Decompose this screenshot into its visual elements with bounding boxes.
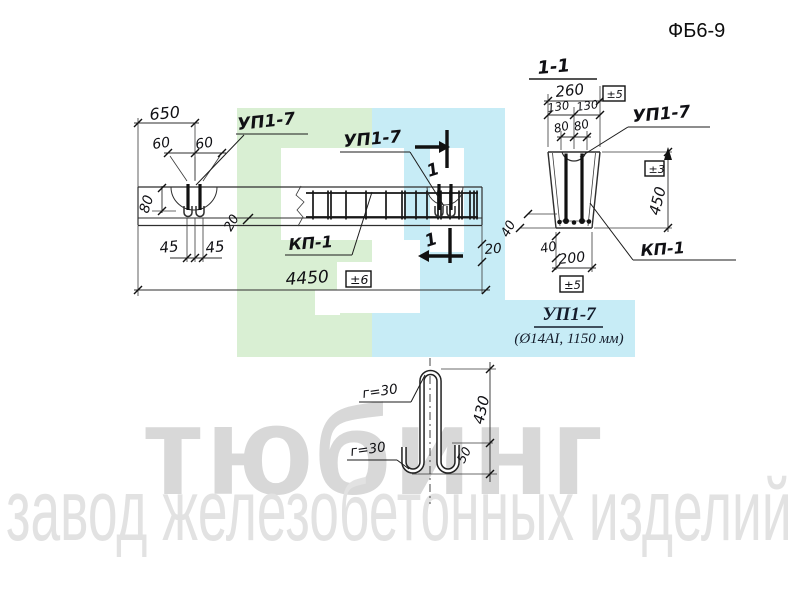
section-header: 1-1 [537,55,571,79]
watermark-subtitle: завод железобетонных изделий [6,463,790,559]
label-up1-section: УП1-7 [632,102,692,127]
tolerance-4450: ±6 [350,272,368,287]
tolerance-260: ±5 [607,88,623,101]
dim-20-right: 20 [484,241,503,258]
tolerance-450: ±3 [649,163,665,176]
dim-650: 650 [149,102,181,124]
logo-blue-block-lower [505,300,635,357]
tolerance-box [644,160,665,177]
dim-45-right: 45 [205,237,226,257]
dim-40-bottom: 40 [539,239,558,257]
cut-label-bottom: 1 [422,229,439,252]
dim-45-left: 45 [159,237,180,257]
dim-450: 450 [645,185,669,217]
lifting-loop-left [170,184,218,218]
section-cut-mark-top: 1 [415,130,450,182]
logo-white-cutout [315,290,340,315]
bent-bar-outline [401,369,460,474]
logo-white-cutout [281,148,404,240]
section-view: 1-1 260 ±5 130 130 [498,55,736,293]
dim-130-left: 130 [546,98,570,115]
dim-20-cover: 20 [221,212,242,234]
dim-200: 200 [558,249,586,268]
radius-label-top: г=30 [361,381,398,402]
sheet-title: ФБ6-9 [668,20,726,42]
logo-white-cutout [372,240,420,262]
tolerance-200: ±5 [564,278,581,292]
dim-260: 260 [555,80,585,101]
break-line [295,185,305,227]
dim-4450: 4450 [285,267,330,290]
label-kp1-elevation: КП-1 [288,232,333,254]
bent-bar-inner [402,371,459,473]
dim-80: 80 [137,193,158,215]
label-up1-left: УП1-7 [236,109,296,135]
dim-40-left: 40 [498,218,519,240]
tolerance-box [345,270,372,288]
lifting-loop-right [426,184,464,218]
dim-430: 430 [469,394,493,426]
section-cut-mark-bottom: 1 [418,228,463,263]
loop-detail-view: 430 50 г=30 г=30 УП1-7 (Ø14АI, 1150 мм) [347,304,624,504]
elevation-view: 650 60 60 80 45 45 20 4450 [133,102,503,296]
cut-label-top: 1 [424,159,441,182]
dim-80-left: 80 [552,119,571,136]
watermark-brand: тюбинг [142,380,606,521]
radius-label-bottom: г=30 [349,439,386,460]
detail-caption-title: УП1-7 [542,304,597,325]
label-kp1-section: КП-1 [640,238,685,260]
tolerance-box [559,275,584,293]
detail-caption-spec: (Ø14АI, 1150 мм) [514,331,623,347]
dim-60-left: 60 [151,135,171,153]
dim-60-right: 60 [194,135,214,153]
tolerance-box [602,85,626,102]
label-up1-mid: УП1-7 [343,127,403,152]
dim-130-right: 130 [575,97,599,114]
dim-80-right: 80 [572,117,591,134]
dim-50: 50 [453,444,474,465]
